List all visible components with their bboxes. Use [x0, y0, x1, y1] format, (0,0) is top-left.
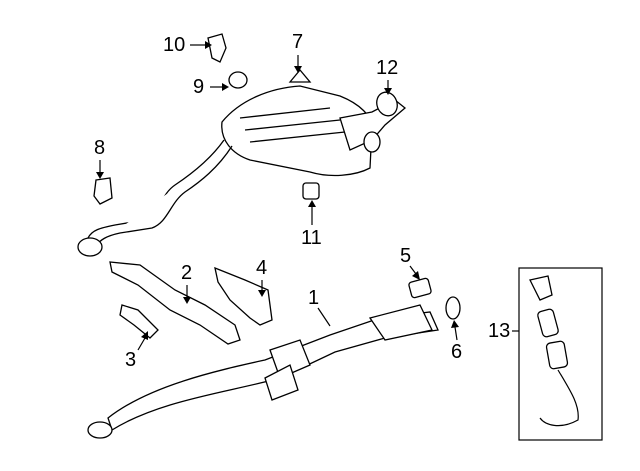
callout-2: 2	[181, 262, 193, 284]
leader-lines	[96, 41, 519, 351]
muffler-assembly	[77, 68, 407, 257]
callout-4: 4	[256, 257, 268, 279]
callout-8: 8	[94, 137, 106, 159]
callout-5: 5	[400, 245, 412, 267]
oxygen-sensor-kit-art	[529, 275, 579, 427]
callout-6: 6	[451, 341, 463, 363]
callout-1: 1	[308, 287, 320, 309]
callout-3: 3	[125, 349, 137, 371]
callout-11: 11	[301, 227, 322, 249]
inset-box	[518, 267, 603, 441]
small-parts	[93, 33, 461, 345]
callout-12: 12	[376, 57, 399, 79]
callout-10: 10	[163, 34, 186, 56]
callout-9: 9	[193, 76, 205, 98]
callout-7: 7	[292, 31, 304, 53]
converter-pipe	[87, 304, 439, 439]
callout-13: 13	[488, 320, 511, 342]
